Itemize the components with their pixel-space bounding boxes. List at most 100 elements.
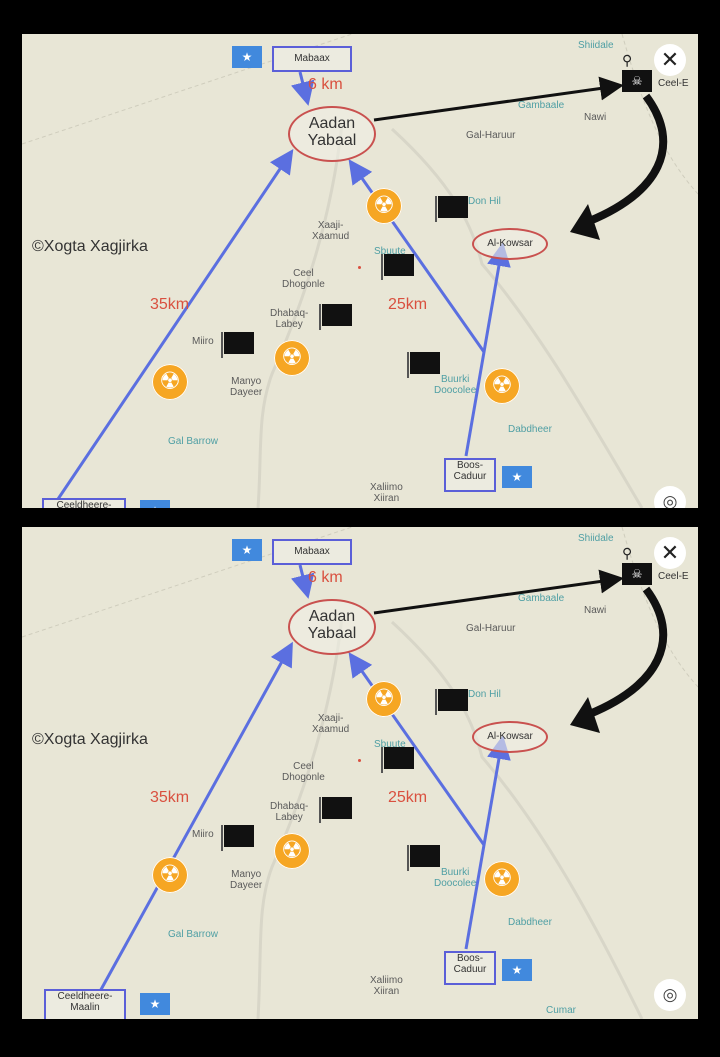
close-button[interactable]: ✕ bbox=[654, 537, 686, 569]
label-dabdheer: Dabdheer bbox=[508, 917, 552, 928]
black-flag-icon bbox=[319, 797, 352, 823]
route-mabaax-aadan bbox=[290, 564, 315, 599]
label-yabaal: Yabaal bbox=[307, 132, 357, 149]
label-cumar: Cumar bbox=[546, 1005, 577, 1016]
search-icon[interactable]: ⚲ bbox=[622, 545, 633, 561]
pirate-flag-icon: ☠ bbox=[622, 70, 652, 92]
map-dot bbox=[358, 759, 361, 762]
label-sbuute: Sbuute bbox=[374, 246, 406, 257]
label-gal-barrow: Gal Barrow bbox=[168, 929, 219, 940]
black-flag-icon bbox=[381, 254, 414, 280]
label-yabaal: Yabaal bbox=[307, 625, 357, 642]
radiation-icon: ☢ bbox=[274, 833, 310, 869]
copyright-text: ©Xogta Xagjirka bbox=[32, 238, 148, 255]
circle-al-kowsar: Al-Kowsar bbox=[472, 721, 548, 753]
radiation-icon: ☢ bbox=[274, 340, 310, 376]
route-mabaax-aadan bbox=[290, 71, 315, 106]
label-gal-haruur: Gal-Haruur bbox=[466, 130, 516, 141]
label-shiidale: Shiidale bbox=[578, 40, 614, 51]
radiation-glyph: ☢ bbox=[491, 865, 513, 892]
distance-6km: 6 km bbox=[308, 76, 343, 93]
label-nawi: Nawi bbox=[584, 112, 607, 123]
black-flag-icon bbox=[407, 845, 440, 871]
label-aadan: Aadan bbox=[308, 608, 356, 625]
black-flag-icon bbox=[435, 196, 468, 222]
distance-25km: 25km bbox=[388, 296, 428, 313]
radiation-glyph: ☢ bbox=[281, 837, 303, 864]
route-ceeldheere-aadan bbox=[50, 149, 294, 508]
label-al-kowsar: Al-Kowsar bbox=[487, 238, 533, 249]
label-xaaji: Xaaji-Xaamud bbox=[312, 713, 350, 735]
label-gal-haruur: Gal-Haruur bbox=[466, 623, 516, 634]
route-ceeldheere-aadan bbox=[96, 641, 293, 996]
label-gambaale: Gambaale bbox=[518, 593, 565, 604]
black-flag-icon bbox=[435, 689, 468, 715]
arrow-curve-alkowsar bbox=[580, 93, 668, 228]
black-flag-icon bbox=[381, 747, 414, 773]
box-boos-caduur: Boos-Caduur bbox=[444, 458, 496, 492]
arrow-aadan-ceel bbox=[373, 76, 624, 122]
label-miiro: Miiro bbox=[192, 829, 214, 840]
somali-flag-icon: ★ bbox=[502, 959, 532, 981]
label-dhabaq-labey: Dhabaq-Labey bbox=[270, 801, 309, 823]
box-boos-caduur: Boos-Caduur bbox=[444, 951, 496, 985]
radiation-glyph: ☢ bbox=[159, 861, 181, 888]
distance-6km: 6 km bbox=[308, 569, 343, 586]
radiation-icon: ☢ bbox=[366, 681, 402, 717]
black-flag-icon bbox=[221, 332, 254, 358]
box-ceeldheere: Ceeldheere- bbox=[42, 498, 126, 508]
locate-button[interactable]: ◎ bbox=[654, 486, 686, 508]
radiation-icon: ☢ bbox=[152, 364, 188, 400]
label-nawi: Nawi bbox=[584, 605, 607, 616]
radiation-icon: ☢ bbox=[366, 188, 402, 224]
copyright-text: ©Xogta Xagjirka bbox=[32, 731, 148, 748]
label-shiidale: Shiidale bbox=[578, 533, 614, 544]
locate-button[interactable]: ◎ bbox=[654, 979, 686, 1011]
black-flag-icon bbox=[221, 825, 254, 851]
radiation-glyph: ☢ bbox=[373, 192, 395, 219]
radiation-glyph: ☢ bbox=[491, 372, 513, 399]
distance-35km: 35km bbox=[150, 789, 190, 806]
arrow-aadan-ceel bbox=[373, 569, 624, 615]
route-boos-alkowsar bbox=[464, 242, 511, 457]
box-ceeldheere-maalin: Ceeldheere-Maalin bbox=[44, 989, 126, 1019]
map-panel-bottom: ★ Mabaax 6 km Aadan Yabaal Shiidale ⚲ ☠ … bbox=[22, 527, 698, 1019]
map-base bbox=[22, 527, 698, 1019]
radiation-icon: ☢ bbox=[152, 857, 188, 893]
somali-flag-icon: ★ bbox=[140, 500, 170, 508]
label-ceel: Ceel-E bbox=[658, 78, 689, 89]
map-panel-top: ★ Mabaax 6 km Aadan Yabaal Shiidale ⚲ ☠ … bbox=[22, 34, 698, 508]
box-mabaax: Mabaax bbox=[272, 539, 352, 565]
radiation-glyph: ☢ bbox=[281, 344, 303, 371]
search-icon[interactable]: ⚲ bbox=[622, 52, 633, 68]
distance-25km: 25km bbox=[388, 789, 428, 806]
box-mabaax: Mabaax bbox=[272, 46, 352, 72]
label-don-hil: Don Hil bbox=[468, 689, 501, 700]
label-xaaji: Xaaji-Xaamud bbox=[312, 220, 350, 242]
somali-flag-icon: ★ bbox=[232, 46, 262, 68]
distance-35km: 35km bbox=[150, 296, 190, 313]
label-dabdheer: Dabdheer bbox=[508, 424, 552, 435]
map-dot bbox=[358, 266, 361, 269]
radiation-glyph: ☢ bbox=[159, 368, 181, 395]
circle-aadan-yabaal: Aadan Yabaal bbox=[288, 599, 376, 655]
arrow-curve-alkowsar bbox=[580, 586, 668, 721]
pirate-flag-icon: ☠ bbox=[622, 563, 652, 585]
label-al-kowsar: Al-Kowsar bbox=[487, 731, 533, 742]
label-sbuute: Sbuute bbox=[374, 739, 406, 750]
black-flag-icon bbox=[407, 352, 440, 378]
somali-flag-icon: ★ bbox=[502, 466, 532, 488]
label-gambaale: Gambaale bbox=[518, 100, 565, 111]
close-button[interactable]: ✕ bbox=[654, 44, 686, 76]
radiation-icon: ☢ bbox=[484, 861, 520, 897]
label-don-hil: Don Hil bbox=[468, 196, 501, 207]
map-base bbox=[22, 34, 698, 508]
radiation-icon: ☢ bbox=[484, 368, 520, 404]
somali-flag-icon: ★ bbox=[232, 539, 262, 561]
